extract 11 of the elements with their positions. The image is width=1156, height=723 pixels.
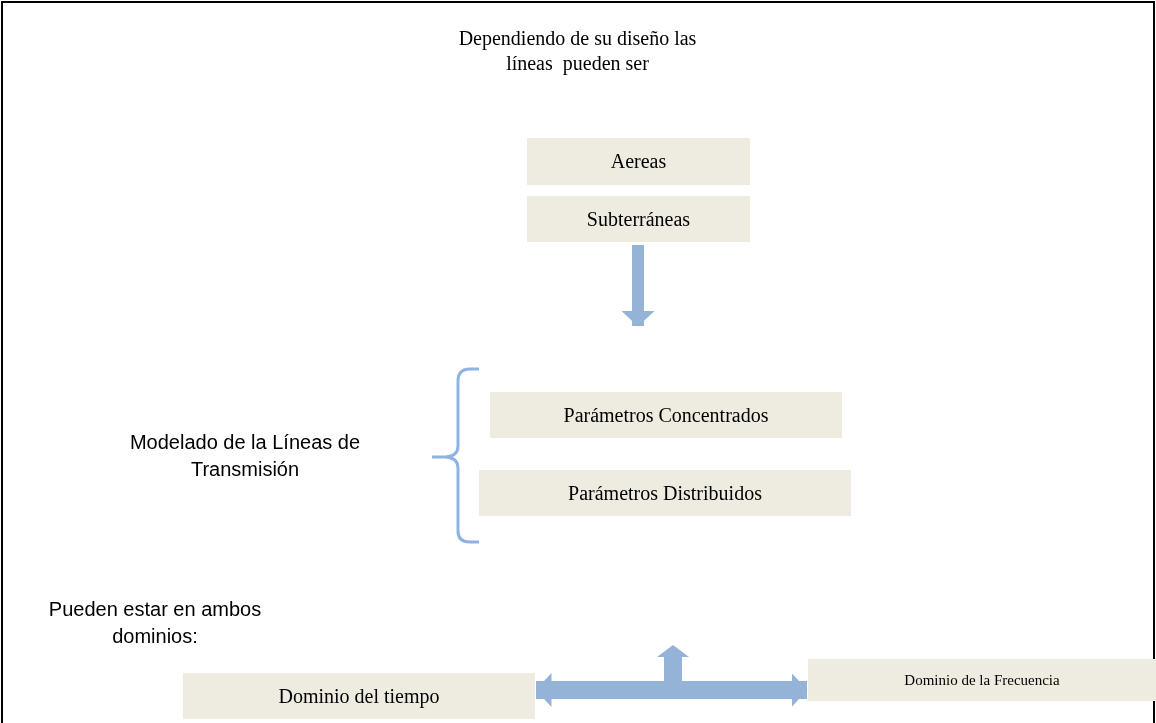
option-box: Subterráneas [527, 196, 750, 242]
option-box: Parámetros Distribuidos [479, 470, 851, 516]
option-box: Dominio del tiempo [183, 673, 535, 719]
block-arrow [621, 245, 655, 327]
option-box: Dominio de la Frecuencia [808, 659, 1156, 701]
note-text: Pueden estar en ambos dominios: [47, 597, 263, 649]
text-label: Modelado de la Líneas de Transmisión [95, 426, 395, 486]
double-block-arrow [535, 645, 808, 707]
heading: Dependiendo de su diseño las líneas pueden ser [457, 26, 698, 76]
option-box: Aereas [527, 138, 750, 185]
option-box: Parámetros Concentrados [490, 392, 842, 438]
